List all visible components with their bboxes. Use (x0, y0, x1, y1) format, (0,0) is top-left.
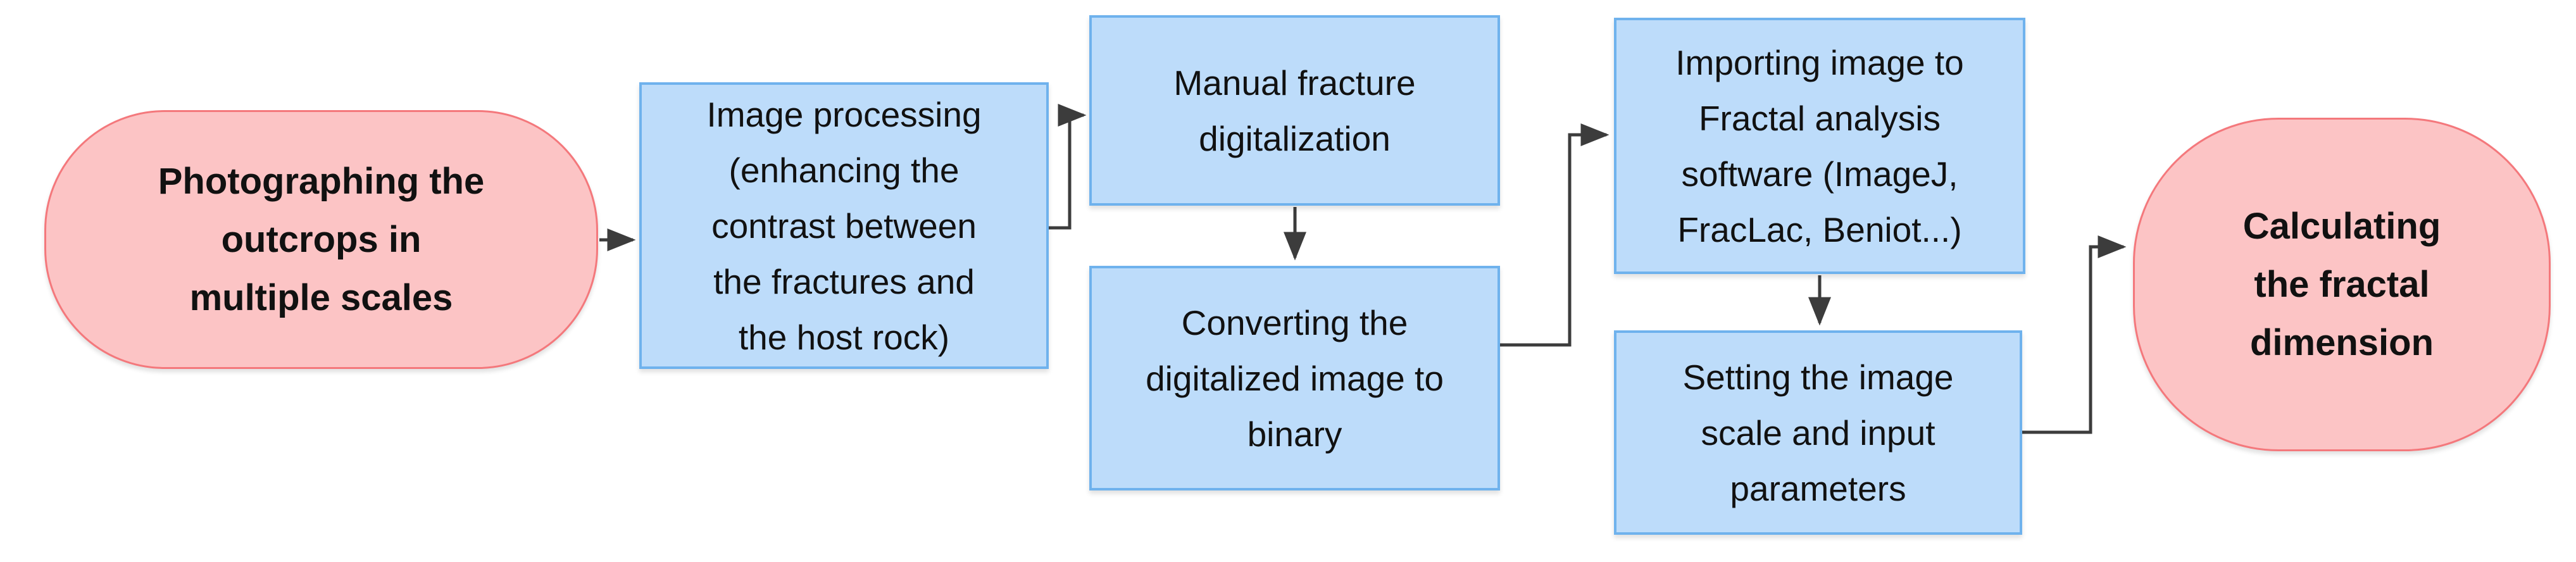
node-importing-to-fractal-software: Importing image to Fractal analysis soft… (1614, 18, 2025, 274)
node-calculating-fractal-dimension: Calculating the fractal dimension (2133, 118, 2551, 451)
node-image-processing: Image processing (enhancing the contrast… (639, 82, 1049, 369)
connector-setting-to-calculating (2022, 235, 2127, 434)
node-setting-scale-and-parameters: Setting the image scale and input parame… (1614, 330, 2022, 535)
node-manual-fracture-digitalization: Manual fracture digitalization (1089, 15, 1500, 206)
connector-image-processing-to-manual (1049, 104, 1087, 230)
node-converting-image-to-binary: Converting the digitalized image to bina… (1089, 266, 1500, 490)
node-photographing-outcrops: Photographing the outcrops in multiple s… (44, 110, 598, 369)
connector-converting-to-importing (1500, 123, 1610, 347)
